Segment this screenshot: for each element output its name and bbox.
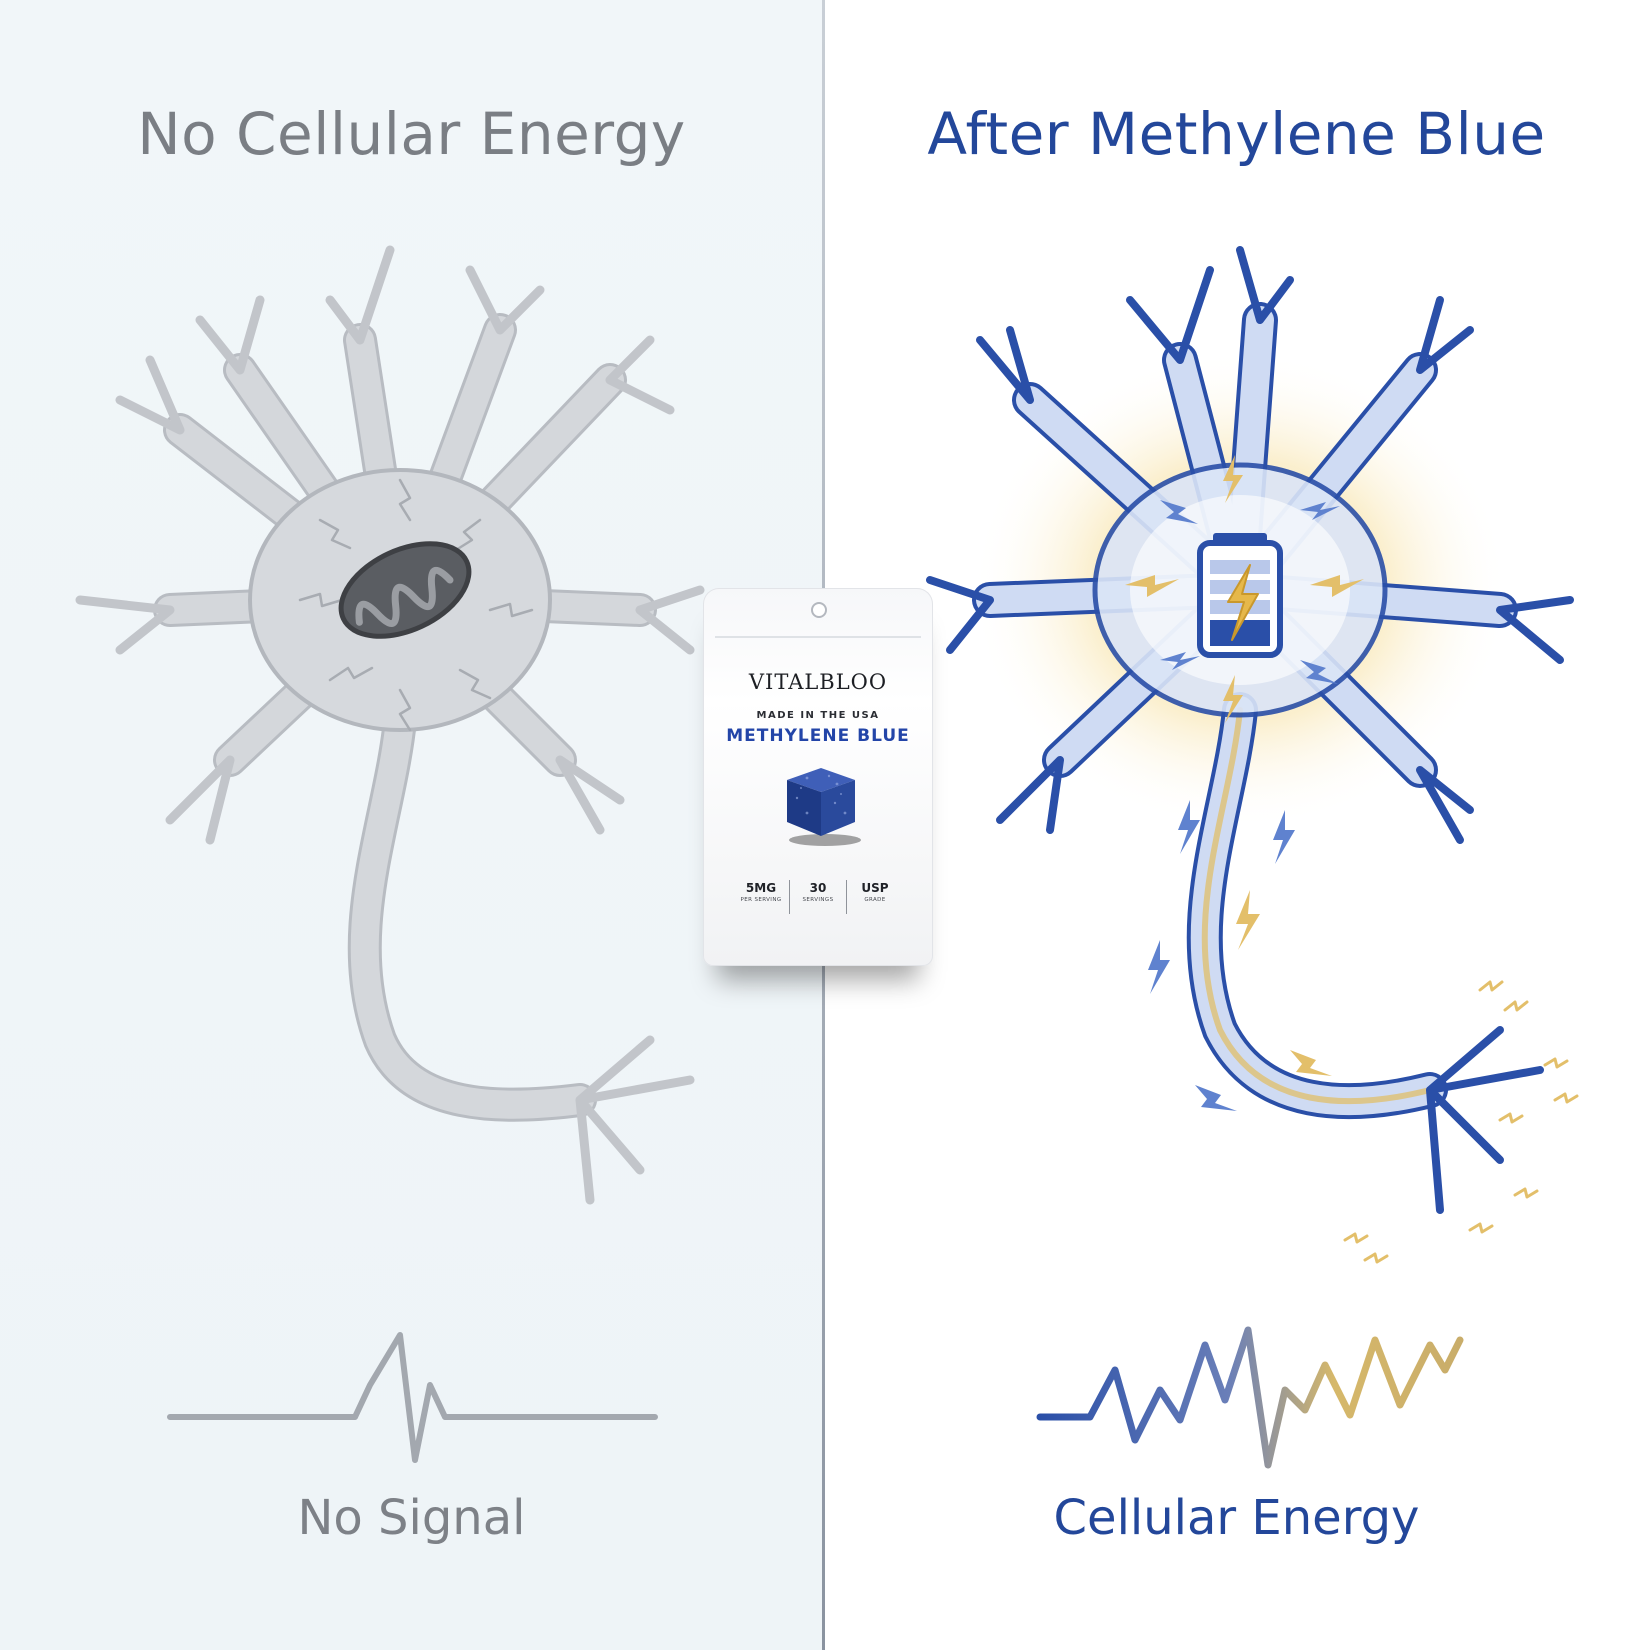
left-caption: No Signal (297, 1490, 526, 1546)
lightning-bolt-icon (1125, 455, 1364, 1076)
battery-charging-icon (1197, 533, 1283, 658)
brand-name: VITALBLOO (748, 670, 888, 694)
gummy-cube-icon (787, 768, 861, 846)
left-heading: No Cellular Energy (137, 100, 686, 168)
neuron-active (926, 246, 1579, 1264)
product-pouch: VITALBLOO MADE IN THE USA METHYLENE BLUE… (703, 588, 933, 966)
left-panel (0, 0, 823, 1650)
pouch-zipper (715, 636, 921, 638)
stat-servings: 30 SERVINGS (790, 880, 847, 914)
pulse-flat-icon (167, 1332, 658, 1463)
stat-dose: 5MG PER SERVING (733, 880, 790, 914)
pulse-active-icon (1036, 1326, 1464, 1469)
hang-hole (811, 602, 827, 618)
stats-row: 5MG PER SERVING 30 SERVINGS USP GRADE (733, 880, 903, 914)
origin-label: MADE IN THE USA (756, 710, 880, 721)
stat-grade: USP GRADE (861, 881, 889, 903)
neuron-inactive (75, 245, 705, 1205)
right-heading: After Methylene Blue (927, 100, 1546, 168)
mitochondria-icon (338, 541, 472, 639)
product-name: METHYLENE BLUE (726, 726, 910, 746)
right-caption: Cellular Energy (1053, 1490, 1420, 1546)
